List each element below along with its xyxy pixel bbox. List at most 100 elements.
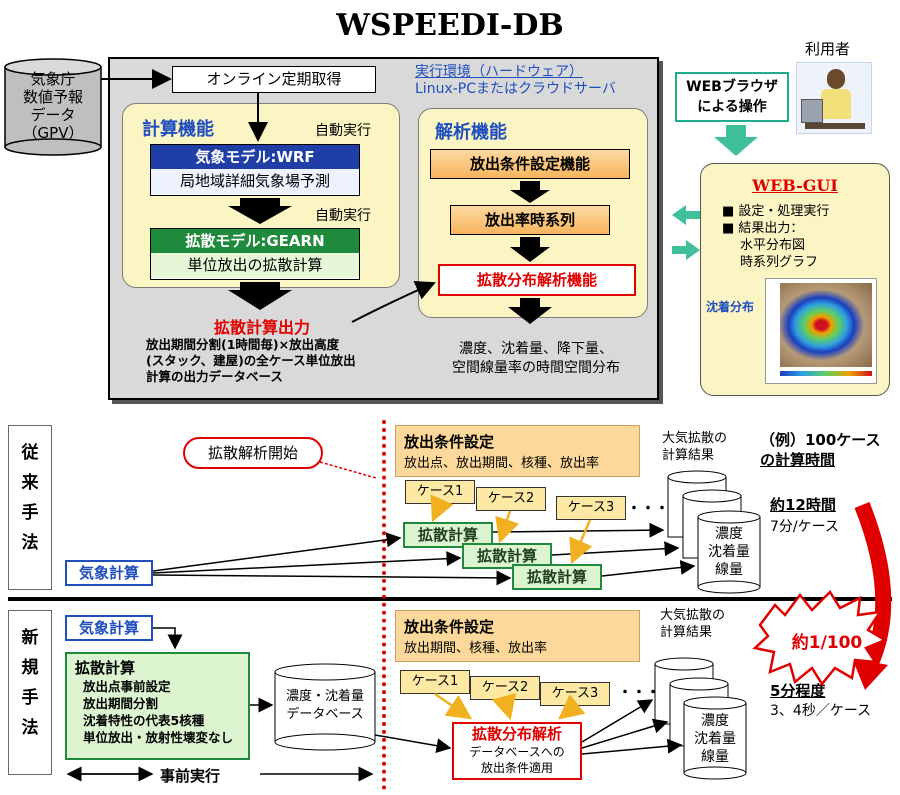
conv-case-2: ケース2 [476, 487, 546, 511]
conv-case-3: ケース3 [556, 496, 626, 520]
new-analysis-title: 拡散分布解析 [471, 725, 562, 743]
conv-condition-title: 放出条件設定 [404, 433, 495, 451]
deposition-map-thumbnail [765, 278, 877, 384]
conv-time-per-case: 7分/ケース [770, 519, 839, 535]
new-time-total: 5分程度 [770, 682, 826, 700]
gpv-line1: 気象庁 [30, 70, 76, 88]
conv-condition-box: 放出条件設定 放出点、放出期間、核種、放出率 [395, 425, 640, 477]
new-db-text-line2: データベース [286, 707, 364, 722]
new-diffusion-calc-title: 拡散計算 [75, 659, 136, 677]
conv-db-line1: 濃度 [715, 526, 743, 542]
calc-output-desc: 放出期間分割(1時間毎)×放出高度 (スタック、建屋)の全ケース単位放出 計算の… [130, 337, 394, 385]
calc-output-line3: 計算の出力データベース [146, 369, 283, 384]
user-icon [796, 62, 872, 134]
web-gui-item-horizontal-map: 水平分布図 [740, 238, 806, 253]
new-case-3: ケース3 [540, 682, 610, 706]
analysis-result-text: 濃度、沈着量、降下量、 空間線量率の時間空間分布 [423, 340, 649, 378]
new-db-line1: 濃度 [701, 713, 729, 729]
new-weather-calc: 気象計算 [65, 615, 153, 641]
gearn-model-body: 単位放出の拡散計算 [151, 253, 359, 278]
calc-output-title: 拡散計算出力 [213, 318, 310, 337]
new-analysis-body2: 放出条件適用 [480, 761, 553, 775]
new-case-ellipsis: ・・・ [618, 685, 660, 701]
new-case-2: ケース2 [470, 676, 540, 700]
new-calc-item-2: 放出期間分割 [83, 696, 159, 711]
new-result-db-text: 濃度 沈着量 線量 [684, 712, 746, 766]
web-gui-items: ■ 設定・処理実行 ■ 結果出力： 水平分布図 時系列グラフ [722, 203, 829, 271]
browser-line2: による操作 [697, 99, 767, 115]
analysis-start-line [382, 420, 386, 790]
gpv-line3: データ [30, 106, 76, 124]
conv-case-ellipsis: ・・・ [627, 501, 669, 517]
conv-example-line1: （例）100ケース [760, 431, 881, 449]
new-condition-body: 放出期間、核種、放出率 [404, 641, 548, 656]
conv-time-total: 約12時間 [770, 496, 836, 514]
conv-db-line3: 線量 [715, 562, 743, 578]
conv-char-2: 来 [21, 473, 39, 493]
conv-example-line2: の計算時間 [760, 451, 836, 469]
online-fetch-box: オンライン定期取得 [172, 66, 376, 93]
wrf-model-heading: 気象モデル:WRF [151, 145, 359, 169]
new-method-label: 新 規 手 法 [8, 610, 52, 775]
analysis-function-title: 解析機能 [435, 122, 507, 143]
new-char-2: 規 [21, 658, 39, 678]
browser-line1: WEBブラウザ [686, 79, 778, 95]
conventional-method-label: 従 来 手 法 [8, 425, 52, 590]
conv-char-1: 従 [21, 443, 39, 463]
gearn-model-heading: 拡散モデル:GEARN [151, 229, 359, 253]
new-char-3: 手 [21, 688, 39, 708]
reduction-label: 約1/100 [791, 633, 863, 653]
execution-environment-label: 実行環境（ハードウェア） Linux-PCまたはクラウドサーバ [415, 64, 616, 98]
conv-example-label: （例）100ケース の計算時間 [760, 430, 881, 470]
web-gui-title: WEB-GUI [752, 176, 838, 195]
web-browser-box: WEBブラウザ による操作 [675, 72, 789, 122]
conv-results-label: 大気拡散の 計算結果 [662, 430, 727, 464]
deposition-map-label: 沈着分布 [706, 300, 755, 314]
new-analysis-body1: データベースへの [469, 745, 565, 759]
conv-db-line2: 沈着量 [708, 544, 750, 560]
new-results-line2: 計算結果 [660, 625, 713, 640]
new-results-line1: 大気拡散の [660, 608, 726, 623]
method-divider [8, 597, 892, 601]
conv-results-line1: 大気拡散の [662, 431, 728, 446]
new-condition-title: 放出条件設定 [404, 618, 495, 636]
web-gui-item-timeseries: 時系列グラフ [740, 255, 819, 270]
env-line2: Linux-PCまたはクラウドサーバ [415, 81, 616, 97]
diffusion-analysis-function-box: 拡散分布解析機能 [438, 264, 636, 296]
conv-case-1: ケース1 [405, 480, 475, 504]
new-case-1: ケース1 [400, 670, 470, 694]
conv-diffusion-calc-3: 拡散計算 [512, 564, 602, 590]
new-calc-item-4: 単位放出・放射性壊変なし [83, 730, 234, 745]
gearn-model-box: 拡散モデル:GEARN 単位放出の拡散計算 [150, 228, 360, 280]
analysis-start-callout: 拡散解析開始 [183, 437, 323, 469]
conv-char-4: 法 [21, 533, 39, 553]
new-db-text-line1: 濃度・沈着量 [285, 689, 364, 704]
new-char-4: 法 [21, 718, 39, 738]
calculation-function-title: 計算機能 [142, 119, 214, 140]
new-db-line2: 沈着量 [694, 731, 736, 747]
new-char-1: 新 [21, 628, 39, 648]
new-calc-item-1: 放出点事前設定 [83, 679, 171, 694]
wrf-model-body: 局地域詳細気象場予測 [151, 169, 359, 194]
web-gui-item-settings: ■ 設定・処理実行 [722, 204, 830, 219]
conv-results-line2: 計算結果 [662, 448, 715, 463]
release-rate-timeseries-box: 放出率時系列 [450, 205, 610, 235]
gpv-database-cylinder [4, 58, 102, 156]
gpv-line4: （GPV） [22, 124, 84, 142]
new-condition-box: 放出条件設定 放出期間、核種、放出率 [395, 610, 640, 662]
auto-run-label-2: 自動実行 [315, 208, 371, 224]
new-diffusion-analysis-box: 拡散分布解析 データベースへの 放出条件適用 [452, 722, 582, 780]
new-db-text: 濃度・沈着量 データベース [275, 688, 375, 724]
user-label: 利用者 [805, 40, 851, 58]
pre-execution-label: 事前実行 [160, 767, 221, 785]
new-time-per-case: 3、4秒／ケース [770, 703, 872, 719]
new-db-line3: 線量 [701, 749, 729, 765]
new-calc-item-3: 沈着特性の代表5核種 [83, 713, 205, 728]
wrf-model-box: 気象モデル:WRF 局地域詳細気象場予測 [150, 144, 360, 196]
calc-output-line1: 放出期間分割(1時間毎)×放出高度 [146, 337, 340, 352]
page-title: WSPEEDI-DB [336, 8, 564, 43]
new-diffusion-calc-box: 拡散計算 放出点事前設定 放出期間分割 沈着特性の代表5核種 単位放出・放射性壊… [65, 652, 250, 760]
conv-condition-body: 放出点、放出期間、核種、放出率 [404, 456, 600, 471]
gpv-label: 気象庁 数値予報 データ （GPV） [5, 70, 101, 142]
conv-diffusion-calc-1: 拡散計算 [403, 522, 493, 548]
